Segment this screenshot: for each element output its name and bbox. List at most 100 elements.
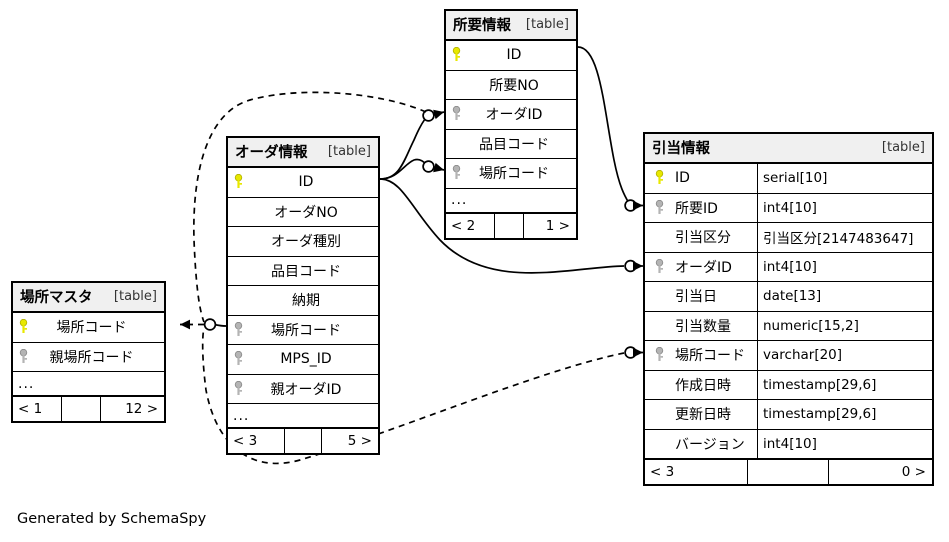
foreign-key-icon [228,380,248,397]
more-columns-indicator: ... [446,189,576,213]
column-row[interactable]: バージョン int4[10] [645,429,932,459]
column-type: timestamp[29,6] [757,400,932,429]
column-row[interactable]: オーダ種別 [228,227,378,257]
table-type-tag: [table] [113,289,157,304]
table-type-tag: [table] [881,140,925,155]
column-row[interactable]: 場所コード [228,316,378,345]
table-header-basho: 場所マスタ [table] [13,283,164,313]
primary-key-icon [228,174,248,190]
foreign-key-icon [649,199,669,216]
table-order-joho[interactable]: オーダ情報 [table] ID オーダNO オーダ種別 品目コード 納期 [226,136,380,455]
column-row[interactable]: ID [446,41,576,71]
column-row[interactable]: ID serial[10] [645,164,932,194]
footer-parent-count[interactable]: < 1 [18,401,43,417]
column-row[interactable]: 品目コード [446,130,576,159]
column-row[interactable]: MPS_ID [228,345,378,375]
footer-middle [284,429,322,453]
column-type: 引当区分[2147483647] [757,223,932,252]
footer-child-count[interactable]: 5 > [347,433,372,449]
column-name: 作成日時 [675,377,731,394]
foreign-key-icon [649,347,669,363]
column-row[interactable]: 引当区分 引当区分[2147483647] [645,223,932,253]
edge-order-basho-dashed [180,318,227,331]
column-type: timestamp[29,6] [757,370,932,399]
column-row[interactable]: オーダID int4[10] [645,252,932,282]
footer-child-count[interactable]: 0 > [901,464,926,480]
footer-parent-count[interactable]: < 3 [233,433,258,449]
table-shoyou-joho[interactable]: 所要情報 [table] ID 所要NO オーダID 品目コード [444,9,578,240]
column-row[interactable]: 品目コード [228,257,378,286]
column-type: date[13] [757,282,932,311]
column-name: MPS_ID [280,351,332,368]
more-columns-indicator: ... [13,372,164,396]
column-row[interactable]: 引当数量 numeric[15,2] [645,311,932,341]
column-row[interactable]: 所要NO [446,71,576,100]
column-name: 引当数量 [675,318,731,335]
column-name: ID [298,174,314,191]
column-name: オーダID [675,259,732,276]
column-type: int4[10] [757,429,932,458]
column-name: 場所コード [675,348,745,365]
generated-by-credit: Generated by SchemaSpy [17,511,207,527]
table-footer-order: < 3 5 > [228,428,378,453]
footer-parent-count[interactable]: < 3 [650,464,675,480]
column-row[interactable]: オーダNO [228,198,378,227]
column-row[interactable]: 引当日 date[13] [645,282,932,312]
column-row[interactable]: ID [228,168,378,198]
column-row[interactable]: オーダID [446,100,576,130]
column-name: 親オーダID [270,381,342,398]
table-title: 場所マスタ [20,290,93,306]
edge-order-id-to-shoyou-branch [379,158,445,180]
column-name: ID [506,47,522,64]
column-name: 品目コード [271,263,341,280]
column-row[interactable]: 更新日時 timestamp[29,6] [645,400,932,430]
footer-middle [61,397,101,421]
column-row[interactable]: 場所コード [13,313,164,343]
column-name: 場所コード [479,166,549,183]
column-row[interactable]: 親場所コード [13,343,164,372]
column-name: 引当日 [675,289,717,306]
table-header-shoyou: 所要情報 [table] [446,11,576,41]
table-footer-hikiate: < 3 0 > [645,459,932,484]
foreign-key-icon [446,106,466,122]
column-name: オーダ種別 [271,234,341,251]
table-header-order: オーダ情報 [table] [228,138,378,168]
foreign-key-icon [228,351,248,367]
column-name: 品目コード [479,136,549,153]
table-title: 引当情報 [652,141,710,157]
footer-child-count[interactable]: 1 > [545,217,570,234]
column-row[interactable]: 作成日時 timestamp[29,6] [645,370,932,400]
footer-middle [747,460,829,484]
primary-key-icon [446,47,466,63]
table-type-tag: [table] [327,144,371,159]
foreign-key-icon [649,258,669,275]
column-name: 納期 [292,293,320,310]
table-title: オーダ情報 [235,145,308,161]
column-row[interactable]: 場所コード [446,159,576,189]
column-row[interactable]: 所要ID int4[10] [645,193,932,223]
column-type: numeric[15,2] [757,311,932,340]
primary-key-icon [649,170,669,186]
column-name: 所要ID [675,200,718,217]
table-footer-basho: < 1 12 > [13,396,164,421]
table-footer-shoyou: < 2 1 > [446,212,576,238]
column-name: 場所コード [56,320,127,337]
edge-shoyou-id-to-hikiate-shoyouid [577,46,643,212]
column-name: 引当区分 [675,230,731,247]
footer-child-count[interactable]: 12 > [125,401,158,417]
column-name: オーダID [485,107,543,124]
footer-parent-count[interactable]: < 2 [451,217,476,234]
column-row[interactable]: 場所コード varchar[20] [645,341,932,371]
table-basho-master[interactable]: 場所マスタ [table] 場所コード 親場所コード ... < 1 12 > [11,281,166,423]
table-title: 所要情報 [453,18,511,34]
table-hikiate-joho[interactable]: 引当情報 [table] ID serial[10] 所要ID int4[10] [643,132,934,486]
column-row[interactable]: 親オーダID [228,375,378,404]
foreign-key-icon [13,348,33,365]
table-header-hikiate: 引当情報 [table] [645,134,932,164]
column-type: int4[10] [757,252,932,281]
column-row[interactable]: 納期 [228,286,378,316]
table-type-tag: [table] [525,17,569,32]
column-type: int4[10] [757,193,932,222]
foreign-key-icon [446,165,466,181]
